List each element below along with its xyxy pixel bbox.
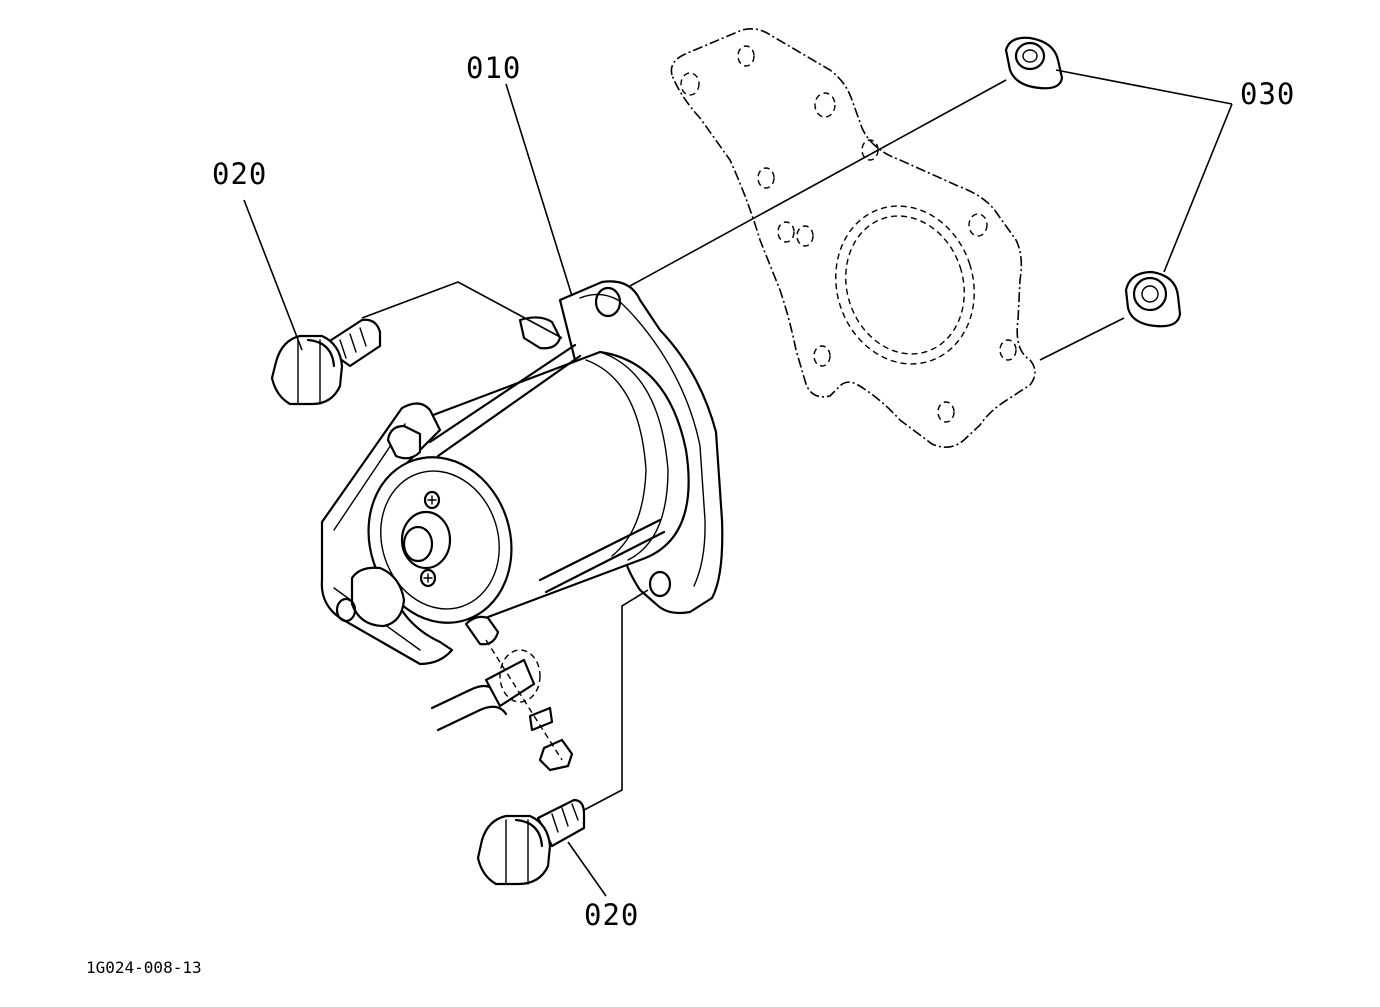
nut-030-upper xyxy=(1004,36,1064,90)
mounting-plate xyxy=(670,28,1036,448)
nut-030-lower xyxy=(1124,270,1182,328)
figure-code: 1G024-008-13 xyxy=(86,958,202,977)
bolt-020-bottom xyxy=(476,798,586,886)
battery-cable xyxy=(430,639,574,772)
callout-020-bottom: 020 xyxy=(584,898,640,932)
callout-030: 030 xyxy=(1240,77,1296,111)
bolt-020-top xyxy=(270,318,382,406)
leader-lines xyxy=(243,69,1233,897)
callout-010: 010 xyxy=(466,51,522,85)
starter-motor-010 xyxy=(320,280,724,666)
callout-020-top: 020 xyxy=(212,157,268,191)
